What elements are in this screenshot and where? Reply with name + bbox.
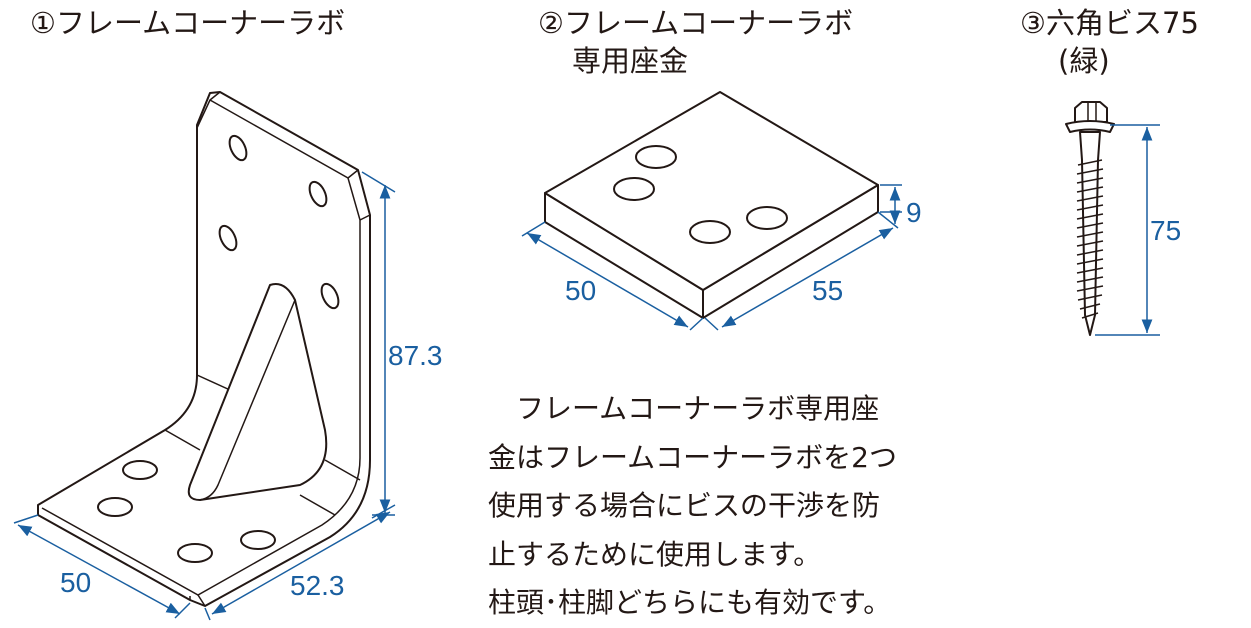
washer-title-line1: ②フレームコーナーラボ [538,6,854,40]
bracket-depth-label: 50 [60,567,91,598]
washer-depth-label: 50 [565,275,596,306]
description-line: フレームコーナーラボ専用座 [488,392,880,425]
washer-thickness-label: 9 [906,197,922,228]
bracket-height-label: 87.3 [388,340,443,371]
description-line: 使用する場合にビスの干渉を防 [488,489,881,522]
screw-length-label: 75 [1150,215,1181,246]
washer-width-label: 55 [812,275,843,306]
description: フレームコーナーラボ専用座 金はフレームコーナーラボを2つ 使用する場合にビスの… [488,385,897,628]
bracket-dimensions: 87.3 50 52.3 [13,171,443,621]
bracket-width-label: 52.3 [290,570,345,601]
washer-title-line2: 専用座金 [572,44,689,78]
hex-screw-drawing [1065,101,1115,336]
screw-dimensions: 75 [1095,124,1181,336]
screw-title-line2: (緑) [1058,44,1110,78]
description-line: 止するために使用します。 [488,537,822,571]
description-line: 柱頭･柱脚どちらにも有効です。 [488,586,892,619]
bracket-title: ①フレームコーナーラボ [30,6,346,40]
washer-dimensions: 9 50 55 [521,184,922,331]
corner-bracket-drawing [37,91,371,607]
description-line: 金はフレームコーナーラボを2つ [488,440,897,474]
screw-title-line1: ③六角ビス75 [1020,6,1199,40]
